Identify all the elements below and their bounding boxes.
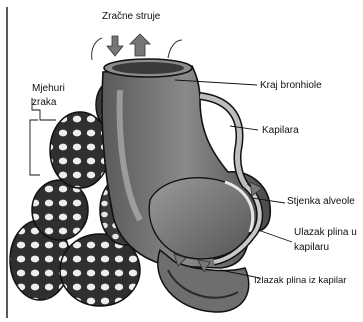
label-capillary: Kapilara: [262, 124, 299, 137]
air-currents-arrows: [92, 34, 182, 60]
label-air-currents: Zračne struje: [102, 10, 160, 23]
label-air-bubbles-line1: Mjehuri: [32, 82, 65, 95]
label-gas-out: Izlazak plina iz kapilar: [254, 274, 346, 287]
label-gas-in-line2: kapilaru: [294, 241, 329, 254]
label-alveolus-wall: Stjenka alveole: [287, 195, 355, 208]
label-gas-in-line1: Ulazak plina u: [294, 226, 357, 239]
label-bronchiole-end: Kraj bronhiole: [260, 79, 322, 92]
label-air-bubbles-line2: zraka: [32, 96, 56, 109]
